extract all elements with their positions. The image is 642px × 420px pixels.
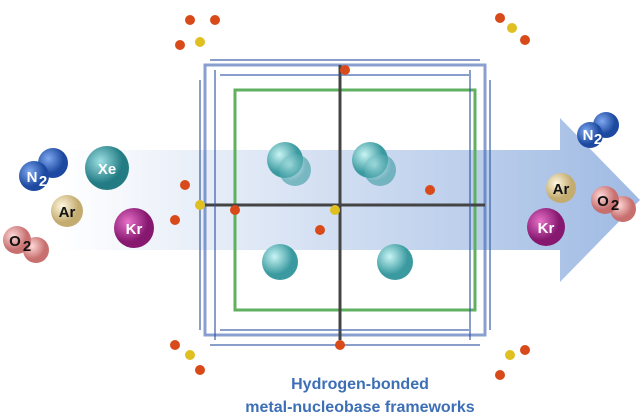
framework-structure [170,13,530,380]
svg-text:2: 2 [594,131,602,148]
svg-text:O: O [9,233,21,250]
svg-text:Ar: Ar [59,204,76,221]
svg-text:2: 2 [611,197,619,214]
kr-atom: Kr [527,208,565,246]
svg-text:O: O [597,193,609,210]
svg-text:Ar: Ar [553,181,570,198]
kr-atom: Kr [114,208,154,248]
ar-atom: Ar [51,195,83,227]
svg-text:N: N [27,169,38,186]
ar-atom: Ar [546,173,576,203]
svg-text:2: 2 [23,238,31,255]
svg-text:2: 2 [39,173,47,190]
caption-line-1: Hydrogen-bonded [291,376,429,393]
caption-line-2: metal-nucleobase frameworks [245,399,475,416]
svg-text:Xe: Xe [98,161,116,178]
svg-text:Kr: Kr [126,221,143,238]
svg-text:N: N [583,127,594,144]
svg-text:Kr: Kr [538,220,555,237]
xe-atom: Xe [85,146,129,190]
